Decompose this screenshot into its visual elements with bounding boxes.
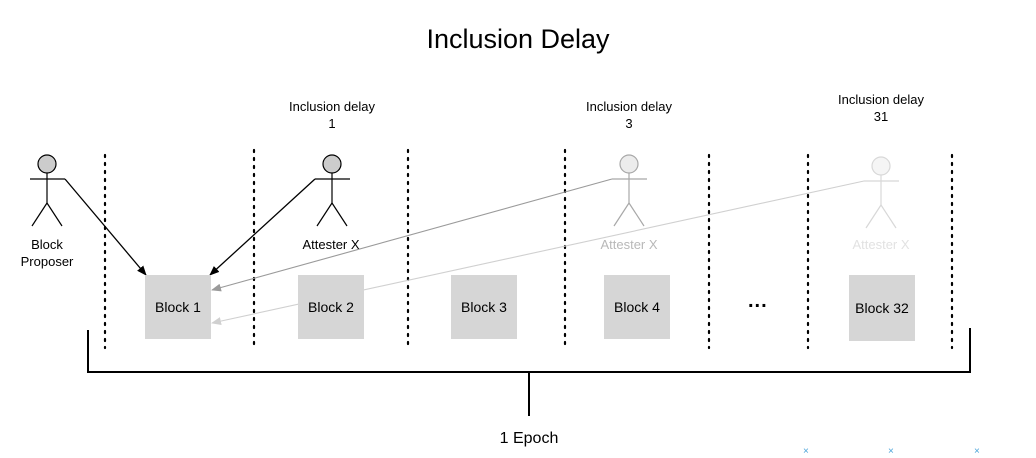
attester-figure-dark xyxy=(315,154,350,227)
block-3: Block 3 xyxy=(451,275,517,339)
block-32: Block 32 xyxy=(849,275,915,341)
epoch-bracket xyxy=(87,328,971,373)
inclusion-delay-value: 31 xyxy=(873,109,889,124)
inclusion-delay-text: Inclusion delay xyxy=(586,99,672,114)
block-proposer-figure xyxy=(30,154,65,227)
attestation-arrow-delay-3 xyxy=(211,178,613,292)
block-1: Block 1 xyxy=(145,275,211,339)
block-proposer-label-line2: Proposer xyxy=(20,254,74,269)
selection-handle-icon: × xyxy=(888,446,894,457)
block-4: Block 4 xyxy=(604,275,670,339)
inclusion-delay-label-3: Inclusion delay 3 xyxy=(569,98,689,132)
selection-handle-icon: × xyxy=(803,446,809,457)
inclusion-delay-label-31: Inclusion delay 31 xyxy=(821,91,941,125)
attester-label-light: Attester X xyxy=(852,237,910,252)
attester-figure-light xyxy=(864,156,899,229)
attester-label-faded: Attester X xyxy=(600,237,658,252)
epoch-label: 1 Epoch xyxy=(499,430,559,447)
ellipsis: ... xyxy=(748,290,768,312)
attester-figure-faded xyxy=(612,154,647,227)
inclusion-delay-text: Inclusion delay xyxy=(289,99,375,114)
inclusion-delay-value: 1 xyxy=(328,116,336,131)
proposer-arrow xyxy=(64,178,147,276)
attestation-arrow-delay-1 xyxy=(209,178,316,276)
block-proposer-label: Block Proposer xyxy=(2,236,92,270)
inclusion-delay-label-1: Inclusion delay 1 xyxy=(272,98,392,132)
selection-handle-icon: × xyxy=(974,446,980,457)
inclusion-delay-text: Inclusion delay xyxy=(838,92,924,107)
diagram-title: Inclusion Delay xyxy=(426,24,610,54)
inclusion-delay-value: 3 xyxy=(625,116,633,131)
attester-label: Attester X xyxy=(302,237,360,252)
block-2: Block 2 xyxy=(298,275,364,339)
block-proposer-label-line1: Block xyxy=(31,237,63,252)
